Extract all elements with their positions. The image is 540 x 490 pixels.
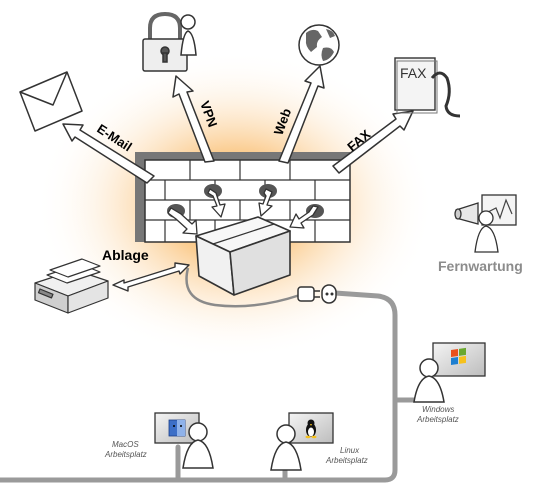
linux-label-2: Arbeitsplatz <box>325 456 368 465</box>
windows-label-2: Arbeitsplatz <box>416 415 459 424</box>
server-box <box>195 216 291 296</box>
ablage-arrow <box>112 262 190 292</box>
remote-maintenance-icon <box>454 194 517 253</box>
windows-workstation <box>413 342 486 403</box>
document-tray-icon <box>34 258 109 314</box>
globe-icon <box>298 24 340 66</box>
mac-finder-icon <box>168 419 186 437</box>
server-cord <box>185 267 301 308</box>
lock-person-icon <box>142 11 197 72</box>
plug-icon <box>297 284 337 304</box>
inbound-arrows <box>167 188 319 235</box>
windows-label-1: Windows <box>422 405 454 414</box>
outbound-arrows <box>62 65 414 184</box>
windows-logo-icon <box>451 347 466 365</box>
fax-document-label: FAX <box>400 65 427 81</box>
macos-label-1: MacOS <box>112 440 139 449</box>
fax-document-icon <box>394 57 461 118</box>
macos-workstation <box>154 412 214 469</box>
tux-icon <box>305 419 317 439</box>
label-ablage: Ablage <box>102 247 149 263</box>
envelope-icon <box>19 71 83 132</box>
label-fernwartung: Fernwartung <box>438 258 523 274</box>
linux-workstation <box>270 412 334 471</box>
macos-label-2: Arbeitsplatz <box>104 450 147 459</box>
linux-label-1: Linux <box>340 446 360 455</box>
